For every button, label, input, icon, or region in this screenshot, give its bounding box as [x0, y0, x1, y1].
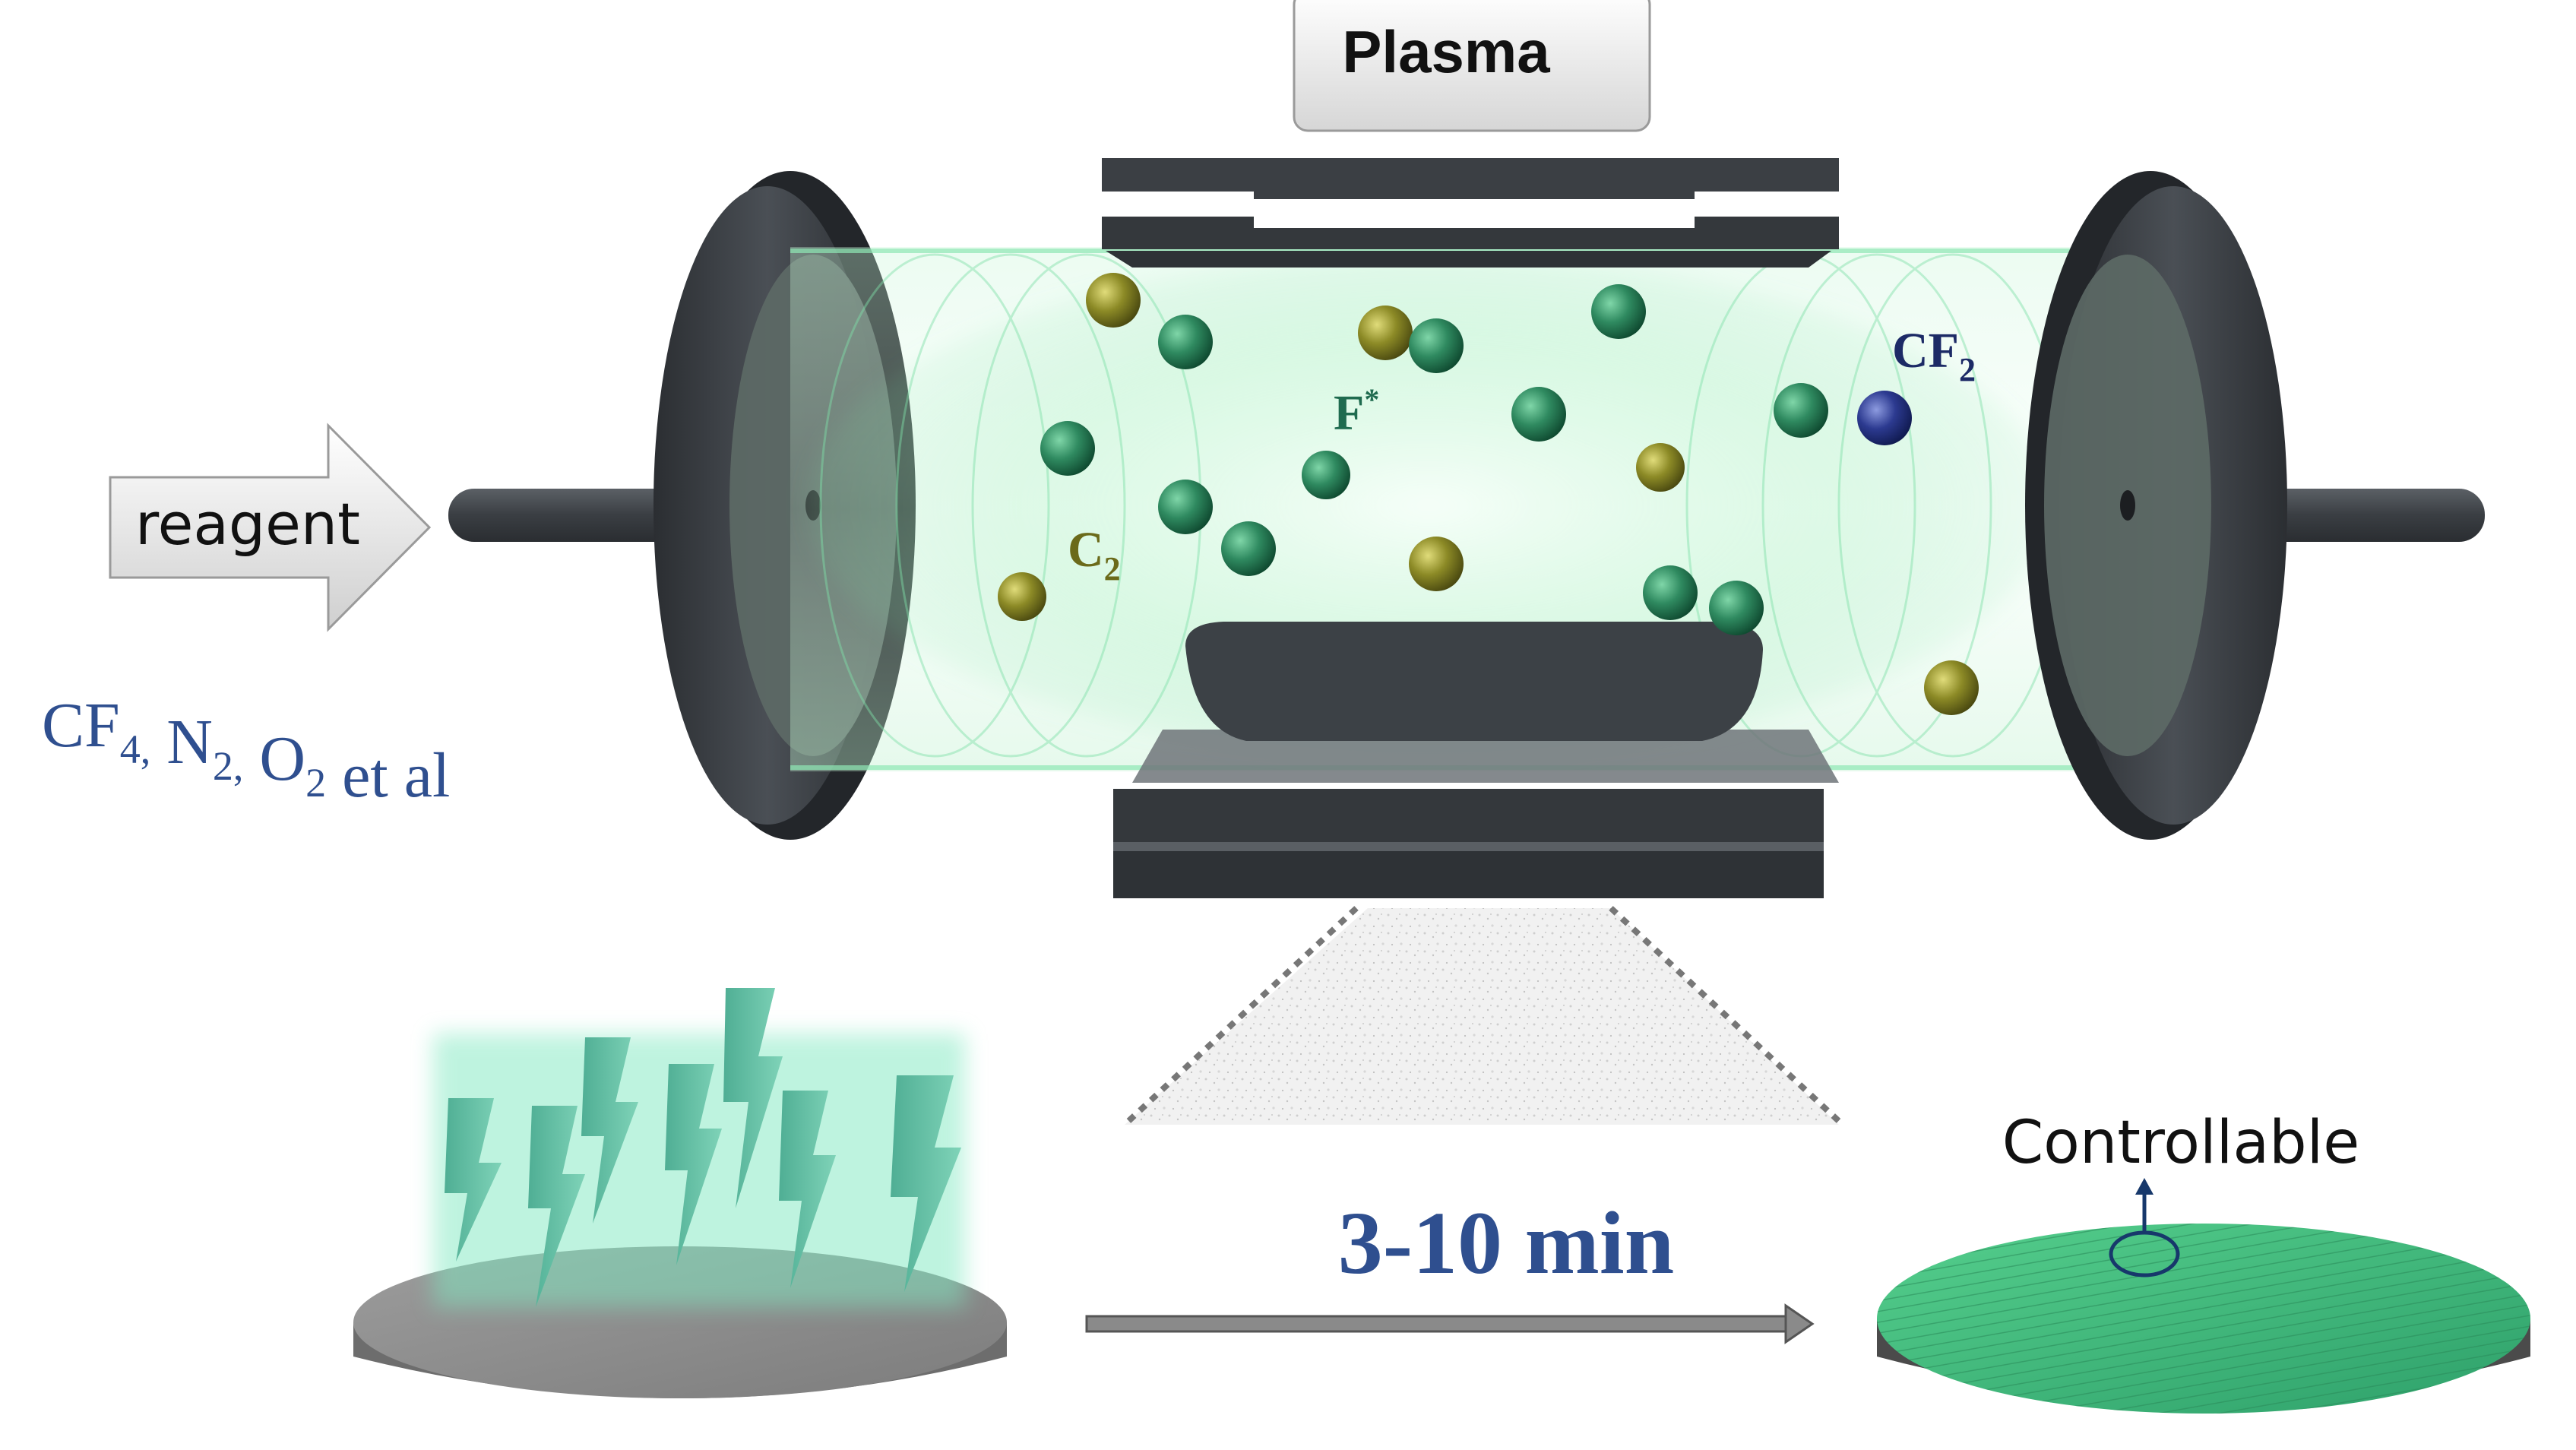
green-particle	[1709, 581, 1764, 635]
bolt-icon	[891, 1075, 961, 1292]
sample-boat	[1185, 622, 1763, 741]
lightning-bolts	[433, 988, 965, 1307]
green-particle	[1302, 451, 1350, 499]
olive-particle	[1358, 306, 1413, 360]
olive-particle	[1409, 537, 1464, 591]
species-particles	[998, 273, 1979, 715]
plasma-label: Plasma	[1342, 18, 1550, 85]
gas-list: CF4, N2, O2 et al	[42, 690, 450, 811]
green-particle	[1774, 383, 1828, 438]
plasma-label-box: Plasma	[1293, 0, 1651, 132]
green-particle	[1221, 521, 1276, 576]
green-particle	[1158, 480, 1213, 534]
olive-particle	[1086, 273, 1141, 328]
left-rod	[448, 489, 699, 542]
green-particle	[1643, 565, 1698, 620]
reagent-arrow: reagent	[109, 423, 432, 632]
olive-particle	[1636, 443, 1685, 492]
cf2-label: CF2	[1892, 323, 1976, 388]
time-label: 3-10 min	[1338, 1193, 1675, 1293]
bolt-icon	[665, 1064, 722, 1265]
bottom-electrode	[1113, 730, 1839, 898]
bolt-icon	[723, 988, 783, 1208]
top-electrode	[1102, 158, 1839, 268]
right-rod	[2226, 489, 2485, 542]
c2-label: C2	[1068, 522, 1121, 587]
process-arrow	[1085, 1303, 1815, 1344]
bolt-icon	[581, 1037, 638, 1224]
green-particle	[1511, 387, 1566, 442]
olive-particle	[1924, 660, 1979, 715]
navy-particle	[1857, 391, 1912, 445]
bolt-icon	[528, 1106, 585, 1307]
f-star-label: F*	[1334, 382, 1379, 441]
powder-cone	[1122, 906, 1845, 1127]
right-flange	[2025, 171, 2287, 840]
green-particle	[1409, 318, 1464, 373]
olive-particle	[998, 572, 1046, 621]
green-particle	[1040, 421, 1095, 476]
bolt-icon	[445, 1098, 502, 1262]
green-particle	[1591, 284, 1646, 339]
bolt-icon	[779, 1091, 836, 1288]
green-particle	[1158, 315, 1213, 369]
treated-substrate	[1877, 1178, 2530, 1414]
controllable-label: Controllable	[2002, 1109, 2360, 1177]
reagent-label: reagent	[135, 490, 360, 558]
arrow-up-icon	[2135, 1178, 2154, 1195]
